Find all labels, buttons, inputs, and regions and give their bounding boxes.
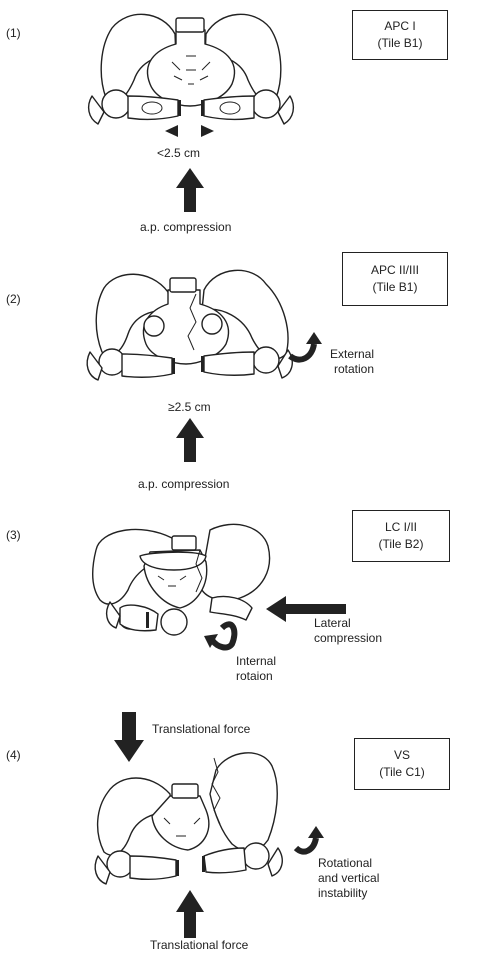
- pelvis-illustration-apc2: [86, 269, 322, 462]
- distance-label: ≥2.5 cm: [168, 400, 211, 414]
- classification-tile: (Tile B2): [378, 537, 424, 551]
- force-label: Lateral compression: [314, 616, 383, 645]
- instability-label: Rotational and vertical instability: [318, 856, 380, 900]
- classification-tile: (Tile B1): [377, 36, 423, 50]
- classification-tile: (Tile B1): [372, 280, 418, 294]
- rotation-label: External rotation: [330, 347, 375, 376]
- panel-number: (3): [6, 528, 21, 542]
- classification-label: VS: [393, 748, 410, 762]
- classification-tile: (Tile C1): [379, 765, 425, 779]
- panel-number: (1): [6, 26, 21, 40]
- rotation-label: Internal rotaion: [236, 654, 277, 683]
- panel-number: (2): [6, 292, 21, 306]
- force-label: a.p. compression: [138, 477, 230, 491]
- force-label: a.p. compression: [140, 220, 232, 234]
- force-bottom-label: Translational force: [150, 938, 249, 952]
- classification-box: APC I (Tile B1): [352, 10, 448, 60]
- force-top-label: Translational force: [152, 722, 251, 736]
- pelvis-illustration-lc: [92, 523, 346, 651]
- panel-4: (4) VS (Tile C1) Translational force Rot…: [0, 710, 482, 952]
- distance-label: <2.5 cm: [157, 146, 201, 160]
- pelvis-illustration-vs: [94, 712, 324, 938]
- classification-label: LC I/II: [384, 520, 417, 534]
- panel-number: (4): [6, 748, 21, 762]
- classification-label: APC I: [384, 19, 416, 33]
- classification-box: APC II/III (Tile B1): [342, 252, 448, 306]
- classification-label: APC II/III: [370, 263, 419, 277]
- panel-2: (2) APC II/III (Tile B1) External rotati…: [0, 240, 482, 491]
- panel-1: (1) APC I (Tile B1) <2.5 cm a.p. compre: [0, 0, 482, 240]
- classification-box: VS (Tile C1): [354, 738, 450, 790]
- pelvis-illustration-apc1: [87, 13, 295, 212]
- classification-box: LC I/II (Tile B2): [352, 510, 450, 562]
- panel-3: (3) LC I/II (Tile B2) Lateral compressio…: [0, 490, 482, 710]
